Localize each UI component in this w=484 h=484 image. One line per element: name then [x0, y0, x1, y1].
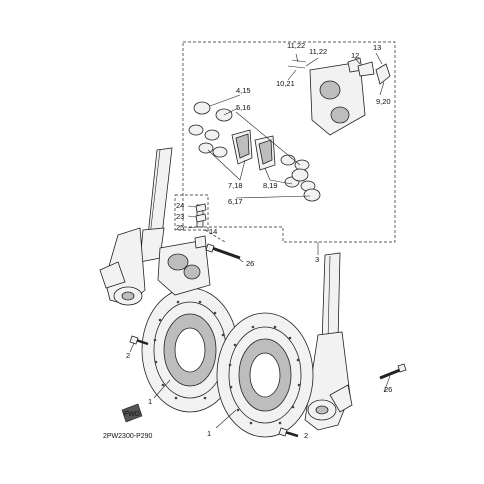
label-1-a: 1 [148, 397, 152, 406]
left-caliper-outline [174, 194, 209, 231]
caliper-assembly-outline [182, 41, 396, 243]
label-1-b: 1 [207, 429, 211, 438]
label-14: 14 [209, 227, 217, 236]
small-hardware [195, 59, 391, 223]
fwd-mark-text: FWD [124, 411, 140, 418]
label-26-a: 26 [246, 259, 254, 268]
caliper-mount-bolt-left [205, 243, 241, 260]
disc-bolt-left [129, 335, 149, 346]
caliper-mount-bolt-right [379, 363, 407, 380]
label-11-22-a: 11,22 [287, 41, 305, 50]
label-11-22-b: 11,22 [309, 47, 327, 56]
label-2-a: 2 [126, 351, 130, 360]
right-front-fork [304, 252, 353, 431]
diagram-code: 2PW2300-P290 [103, 433, 153, 440]
label-8-19: 8,19 [263, 181, 278, 190]
leader-lines [129, 52, 391, 437]
label-3: 3 [315, 255, 319, 264]
left-front-fork [99, 147, 173, 306]
label-10-21: 10,21 [276, 79, 295, 88]
right-brake-disc [216, 312, 314, 438]
right-brake-caliper [309, 57, 366, 136]
label-7-18: 7,18 [228, 181, 243, 190]
label-13: 13 [373, 43, 381, 52]
label-23: 23 [176, 212, 184, 221]
label-5-16: 5,16 [236, 103, 251, 112]
label-2-b: 2 [304, 431, 308, 440]
label-24: 24 [176, 201, 184, 210]
pistons-and-seals [188, 101, 321, 202]
label-4-15: 4,15 [236, 86, 251, 95]
label-25: 25 [176, 223, 184, 232]
label-9-20: 9,20 [376, 97, 391, 106]
label-26-b: 26 [384, 385, 392, 394]
left-brake-disc [141, 287, 239, 413]
fwd-arrow-icon: FWD [121, 403, 143, 423]
label-6-17: 6,17 [228, 197, 243, 206]
brake-pads [231, 129, 276, 171]
label-12: 12 [351, 51, 359, 60]
